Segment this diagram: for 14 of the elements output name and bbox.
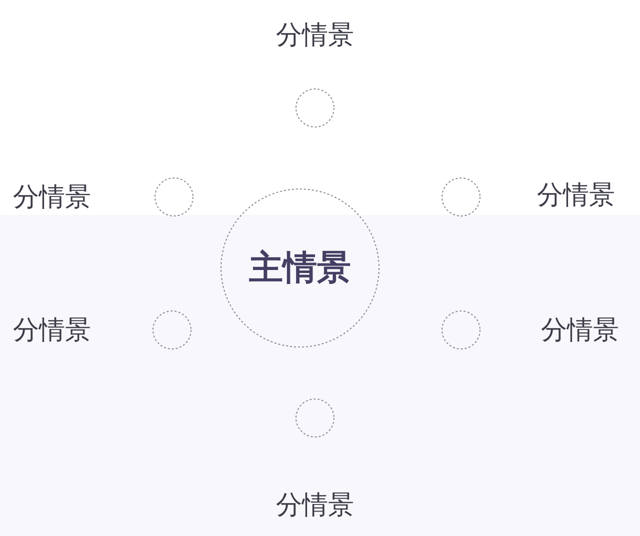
dashed-circle [295, 398, 335, 438]
main-label: 主情景 [248, 247, 352, 290]
dashed-circle [441, 310, 481, 350]
main-circle [220, 188, 380, 348]
circle-label: 分情景 [13, 182, 91, 214]
dashed-circle [152, 310, 192, 350]
circle-label: 分情景 [541, 314, 619, 348]
circle-label: 分情景 [13, 314, 91, 348]
circle-label: 分情景 [276, 20, 354, 52]
dashed-circle [154, 177, 194, 217]
circle-label: 分情景 [537, 180, 615, 212]
circle-label: 分情景 [276, 490, 354, 522]
dashed-circle [295, 88, 335, 128]
dashed-circle [441, 177, 481, 217]
